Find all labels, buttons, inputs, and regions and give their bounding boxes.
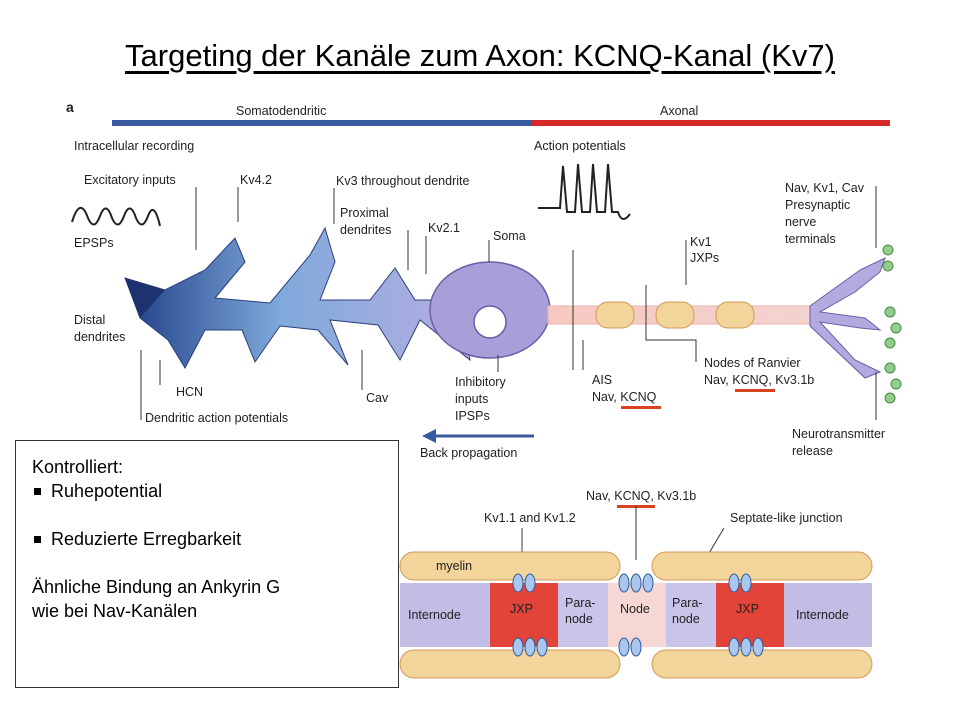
label-dendritic-ap: Dendritic action potentials	[145, 411, 288, 425]
leader-lines	[140, 186, 877, 420]
label-presyn-4: terminals	[785, 232, 836, 246]
back-propagation-arrow	[422, 429, 534, 443]
bullet-square-icon	[34, 536, 41, 543]
label-distal-2: dendrites	[74, 330, 125, 344]
zone-para-right-1: Para-	[672, 596, 703, 610]
label-soma: Soma	[493, 229, 526, 243]
label-back-propagation: Back propagation	[420, 446, 517, 460]
panel-label: a	[66, 99, 74, 115]
bullet-square-icon	[34, 488, 41, 495]
kcnq-highlight-ais	[621, 406, 661, 409]
zone-node: Node	[620, 602, 650, 616]
label-ais: AIS	[592, 373, 612, 387]
label-epsps: EPSPs	[74, 236, 114, 250]
label-inhib-3: IPSPs	[455, 409, 490, 423]
label-presyn-2: Presynaptic	[785, 198, 850, 212]
label-presyn-1: Nav, Kv1, Cav	[785, 181, 865, 195]
zone-internode-left: Internode	[408, 608, 461, 622]
label-kv3: Kv3 throughout dendrite	[336, 174, 469, 188]
zone-internode-right: Internode	[796, 608, 849, 622]
axon-terminals	[809, 257, 886, 379]
node-kv11-label: Kv1.1 and Kv1.2	[484, 511, 576, 525]
label-inhib-1: Inhibitory	[455, 375, 506, 389]
label-hcn: HCN	[176, 385, 203, 399]
dendrite-arbor	[124, 226, 471, 370]
info-bullet-2: Reduzierte Erregbarkeit	[32, 527, 382, 551]
soma-nucleus	[473, 305, 507, 339]
epsp-trace	[71, 207, 161, 227]
zone-para-left-2: node	[565, 612, 593, 626]
info-note-line-2: wie bei Nav-Kanälen	[32, 601, 198, 621]
axonal-label: Axonal	[660, 104, 698, 118]
label-nodes-1: Nodes of Ranvier	[704, 356, 801, 370]
label-inhib-2: inputs	[455, 392, 488, 406]
label-cav: Cav	[366, 391, 389, 405]
label-proximal-2: dendrites	[340, 223, 391, 237]
node-myelin-label: myelin	[436, 559, 472, 573]
label-proximal: Proximal	[340, 206, 389, 220]
zone-jxp-right: JXP	[736, 602, 759, 616]
node-top-label: Nav, KCNQ, Kv3.1b	[586, 489, 696, 503]
axonal-bar	[532, 120, 890, 126]
zone-para-left-1: Para-	[565, 596, 596, 610]
zone-jxp-left: JXP	[510, 602, 533, 616]
node-septate-label: Septate-like junction	[730, 511, 843, 525]
label-excitatory: Excitatory inputs	[84, 173, 176, 187]
label-jxps: JXPs	[690, 251, 719, 265]
info-box: Kontrolliert: Ruhepotential Reduzierte E…	[15, 440, 399, 688]
info-heading: Kontrolliert:	[32, 457, 124, 477]
label-kv1: Kv1	[690, 235, 712, 249]
info-note-line-1: Ähnliche Bindung an Ankyrin G	[32, 577, 281, 597]
kcnq-highlight-nodes	[735, 389, 775, 392]
node-panel: Nav, KCNQ, Kv3.1b Kv1.1 and Kv1.2 Septat…	[399, 489, 873, 679]
label-kv42: Kv4.2	[240, 173, 272, 187]
info-bullet-2-text: Reduzierte Erregbarkeit	[51, 529, 242, 549]
label-intracellular: Intracellular recording	[74, 139, 194, 153]
action-potential-trace	[538, 163, 631, 220]
somatodendritic-bar	[112, 120, 532, 126]
label-neuro-1: Neurotransmitter	[792, 427, 885, 441]
label-presyn-3: nerve	[785, 215, 816, 229]
label-ais-channels: Nav, KCNQ	[592, 390, 657, 404]
label-distal-1: Distal	[74, 313, 105, 327]
vesicles	[882, 244, 902, 404]
label-neuro-2: release	[792, 444, 833, 458]
label-action: Action potentials	[534, 139, 626, 153]
info-bullet-1-text: Ruhepotential	[51, 481, 163, 501]
label-kv21: Kv2.1	[428, 221, 460, 235]
info-bullet-1: Ruhepotential	[32, 479, 382, 503]
zone-para-right-2: node	[672, 612, 700, 626]
myelin-segments	[595, 301, 755, 329]
label-nodes-2: Nav, KCNQ, Kv3.1b	[704, 373, 814, 387]
slide-title: Targeting der Kanäle zum Axon: KCNQ-Kana…	[125, 38, 835, 73]
somatodendritic-label: Somatodendritic	[236, 104, 326, 118]
